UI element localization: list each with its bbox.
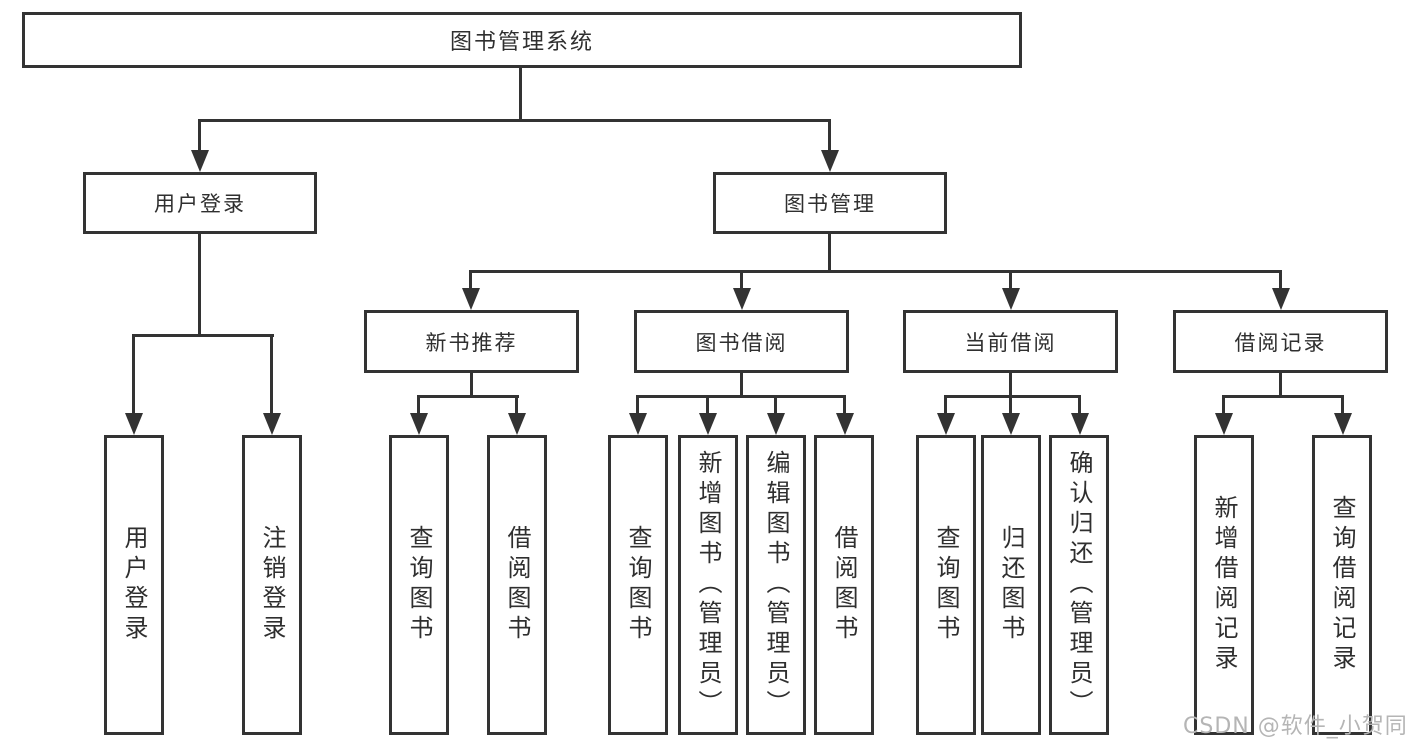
leaf-nb-borrow-books: 借阅图书 xyxy=(487,435,547,735)
node-new-books: 新书推荐 xyxy=(364,310,579,373)
connector-borrow-records-stem xyxy=(1279,373,1282,398)
leaf-cb-return-books-label: 归还图书 xyxy=(997,525,1025,645)
leaf-bb-query-books: 查询图书 xyxy=(608,435,668,735)
leaf-br-query-record-label: 查询借阅记录 xyxy=(1328,495,1356,675)
connector-drop-nb-query xyxy=(417,395,420,415)
leaf-user-login-label: 用户登录 xyxy=(120,525,148,645)
leaf-bb-borrow-books-label: 借阅图书 xyxy=(830,525,858,645)
connector-drop-cb-confirm xyxy=(1078,395,1081,415)
connector-book-mgmt-bar xyxy=(470,270,1282,273)
leaf-cb-confirm-return-admin: 确认归还（管理员） xyxy=(1049,435,1109,735)
leaf-bb-query-books-label: 查询图书 xyxy=(624,525,652,645)
leaf-logout-label: 注销登录 xyxy=(258,525,286,645)
arrowhead-br-query xyxy=(1334,413,1352,435)
arrowhead-br-add xyxy=(1215,413,1233,435)
connector-drop-leaf-login xyxy=(132,334,135,414)
csdn-watermark: CSDN @软件_小贺同学 xyxy=(1183,714,1405,739)
node-book-borrow-label: 图书借阅 xyxy=(695,330,788,355)
arrowhead-bb-add xyxy=(699,413,717,435)
connector-drop-bb-query xyxy=(636,395,639,415)
connector-drop-user-login xyxy=(198,119,201,153)
connector-drop-bb-add xyxy=(706,395,709,415)
connector-drop-bb-edit xyxy=(774,395,777,415)
leaf-cb-query-books: 查询图书 xyxy=(916,435,976,735)
connector-drop-cb-return xyxy=(1009,395,1012,415)
arrowhead-book-mgmt xyxy=(821,150,839,172)
connector-book-borrow-stem xyxy=(740,373,743,398)
connector-book-mgmt-stem xyxy=(828,234,831,273)
connector-root-bar xyxy=(199,119,831,122)
connector-drop-nb-borrow xyxy=(515,395,518,415)
leaf-cb-return-books: 归还图书 xyxy=(981,435,1041,735)
arrowhead-nb-borrow xyxy=(508,413,526,435)
node-new-books-label: 新书推荐 xyxy=(425,330,518,355)
node-current-borrow-label: 当前借阅 xyxy=(964,330,1057,355)
node-book-mgmt: 图书管理 xyxy=(713,172,947,234)
leaf-nb-query-books: 查询图书 xyxy=(389,435,449,735)
leaf-cb-query-books-label: 查询图书 xyxy=(932,525,960,645)
node-borrow-records: 借阅记录 xyxy=(1173,310,1388,373)
connector-drop-book-borrow xyxy=(740,270,743,290)
connector-drop-br-add xyxy=(1222,395,1225,415)
arrowhead-nb-query xyxy=(410,413,428,435)
leaf-br-add-record-label: 新增借阅记录 xyxy=(1210,495,1238,675)
leaf-nb-query-books-label: 查询图书 xyxy=(405,525,433,645)
connector-user-login-bar xyxy=(133,334,274,337)
connector-root-stem xyxy=(519,68,522,122)
node-borrow-records-label: 借阅记录 xyxy=(1234,330,1327,355)
arrowhead-borrow-records xyxy=(1272,288,1290,310)
leaf-br-query-record: 查询借阅记录 xyxy=(1312,435,1372,735)
connector-book-borrow-bar xyxy=(636,395,846,398)
connector-drop-book-mgmt xyxy=(828,119,831,153)
arrowhead-book-borrow xyxy=(733,288,751,310)
node-book-borrow: 图书借阅 xyxy=(634,310,849,373)
arrowhead-cb-confirm xyxy=(1071,413,1089,435)
arrowhead-bb-edit xyxy=(767,413,785,435)
node-root: 图书管理系统 xyxy=(22,12,1022,68)
leaf-bb-add-books-admin: 新增图书（管理员） xyxy=(678,435,738,735)
connector-drop-leaf-logout xyxy=(270,334,273,414)
connector-new-books-stem xyxy=(470,373,473,398)
connector-drop-new-books xyxy=(469,270,472,290)
connector-drop-br-query xyxy=(1341,395,1344,415)
connector-borrow-records-bar xyxy=(1222,395,1344,398)
leaf-bb-edit-books-admin: 编辑图书（管理员） xyxy=(746,435,806,735)
arrowhead-cb-query xyxy=(937,413,955,435)
arrowhead-leaf-login xyxy=(125,413,143,435)
connector-drop-borrow-records xyxy=(1279,270,1282,290)
node-user-login: 用户登录 xyxy=(83,172,317,234)
connector-drop-bb-borrow xyxy=(843,395,846,415)
arrowhead-current-borrow xyxy=(1002,288,1020,310)
connector-drop-cb-query xyxy=(944,395,947,415)
leaf-nb-borrow-books-label: 借阅图书 xyxy=(503,525,531,645)
leaf-logout: 注销登录 xyxy=(242,435,302,735)
arrowhead-user-login xyxy=(191,150,209,172)
arrowhead-cb-return xyxy=(1002,413,1020,435)
connector-current-borrow-bar xyxy=(944,395,1081,398)
connector-drop-current-borrow xyxy=(1009,270,1012,290)
leaf-bb-borrow-books: 借阅图书 xyxy=(814,435,874,735)
leaf-user-login: 用户登录 xyxy=(104,435,164,735)
arrowhead-new-books xyxy=(462,288,480,310)
node-book-mgmt-label: 图书管理 xyxy=(784,192,876,216)
arrowhead-bb-query xyxy=(629,413,647,435)
connector-user-login-stem xyxy=(198,234,201,337)
arrowhead-leaf-logout xyxy=(263,413,281,435)
leaf-bb-edit-books-admin-label: 编辑图书（管理员） xyxy=(762,450,790,720)
connector-new-books-bar xyxy=(418,395,519,398)
connector-current-borrow-stem xyxy=(1009,373,1012,398)
node-root-label: 图书管理系统 xyxy=(449,30,594,55)
leaf-bb-add-books-admin-label: 新增图书（管理员） xyxy=(694,450,722,720)
node-current-borrow: 当前借阅 xyxy=(903,310,1118,373)
leaf-br-add-record: 新增借阅记录 xyxy=(1194,435,1254,735)
leaf-cb-confirm-return-admin-label: 确认归还（管理员） xyxy=(1065,450,1093,720)
node-user-login-label: 用户登录 xyxy=(154,192,246,216)
arrowhead-bb-borrow xyxy=(836,413,854,435)
